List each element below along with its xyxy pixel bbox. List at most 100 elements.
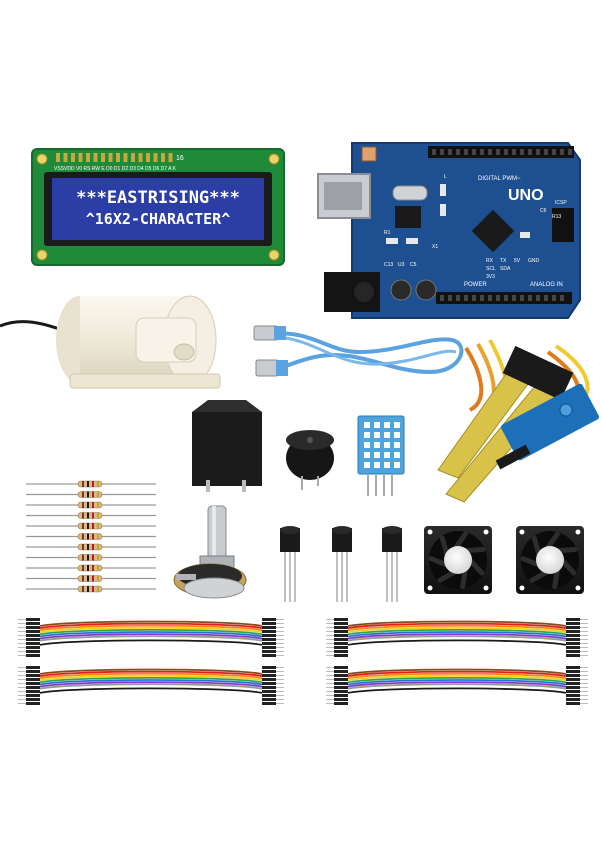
jumper-plug bbox=[334, 690, 348, 693]
grille-slot bbox=[364, 462, 370, 468]
jumper-wire bbox=[347, 622, 567, 629]
resistor-band bbox=[87, 512, 89, 519]
lcd-pin-end-label: 16 bbox=[176, 155, 184, 162]
reset-button bbox=[361, 146, 377, 162]
header-pin bbox=[520, 295, 524, 301]
resistor-band bbox=[87, 502, 89, 508]
header-pin bbox=[568, 149, 572, 155]
jumper-wire bbox=[347, 672, 567, 680]
capacitor bbox=[415, 279, 437, 301]
resistor-band bbox=[97, 544, 99, 550]
fan-screw-hole bbox=[427, 529, 433, 535]
resistor-band bbox=[82, 523, 84, 529]
lcd-pin bbox=[86, 153, 90, 162]
jumper-plug bbox=[26, 642, 40, 645]
jumper-plug bbox=[26, 626, 40, 629]
transistor-top bbox=[280, 526, 300, 534]
jumper-plug bbox=[334, 634, 348, 637]
transistor-body bbox=[382, 528, 402, 552]
jumper-plug bbox=[566, 654, 580, 657]
icsp-header bbox=[552, 208, 574, 242]
jumper-plug bbox=[566, 634, 580, 637]
uno-logo: UNO bbox=[508, 187, 544, 204]
jumper-wire bbox=[347, 674, 567, 682]
jumper-plug bbox=[26, 670, 40, 673]
silk-c6: C6 bbox=[540, 208, 547, 214]
fan-blade bbox=[462, 547, 486, 554]
jumper-plug bbox=[334, 630, 348, 633]
jumper-wire bbox=[347, 670, 567, 677]
resistor-band bbox=[87, 554, 89, 561]
header-pin bbox=[512, 149, 516, 155]
resistor-band bbox=[92, 575, 94, 582]
jumper-plug bbox=[262, 682, 276, 685]
jumper-plug bbox=[566, 630, 580, 633]
silk-3v3: 3V3 bbox=[486, 274, 495, 280]
jumper-wire bbox=[39, 670, 263, 677]
fan-blade bbox=[544, 531, 560, 551]
jumper-wire bbox=[39, 677, 263, 684]
jumper-plug bbox=[566, 690, 580, 693]
mcu-chip bbox=[471, 209, 515, 253]
jumper-plug bbox=[566, 682, 580, 685]
resistor-band bbox=[97, 565, 99, 571]
lcd-line-2: ^16X2-CHARACTER^ bbox=[86, 210, 231, 228]
jumper-plug bbox=[262, 694, 276, 697]
transistor-body bbox=[280, 528, 300, 552]
jumper-plug bbox=[26, 690, 40, 693]
jumper-plug bbox=[26, 630, 40, 633]
mini-water-pump bbox=[0, 295, 221, 389]
resistor-band bbox=[82, 512, 84, 519]
jumper-plug bbox=[334, 674, 348, 677]
jumper-plug bbox=[262, 686, 276, 689]
header-pin bbox=[496, 149, 500, 155]
soil-moisture-sensor bbox=[437, 339, 599, 503]
jumper-plug bbox=[262, 690, 276, 693]
silk-icsp: ICSP bbox=[555, 200, 567, 206]
lcd-pin bbox=[108, 153, 113, 162]
lcd-pin bbox=[78, 153, 83, 162]
grille-slot bbox=[384, 452, 390, 458]
jumper-wire bbox=[347, 626, 567, 634]
jumper-plug bbox=[262, 650, 276, 653]
jumper-wire bbox=[39, 629, 263, 636]
lcd-pin bbox=[168, 153, 173, 162]
jumper-wire bbox=[347, 637, 567, 644]
jumper-plug bbox=[566, 642, 580, 645]
jumper-wire bbox=[39, 631, 263, 638]
grille-slot bbox=[374, 462, 380, 468]
silk-r1: R1 bbox=[384, 230, 391, 236]
grille-slot bbox=[374, 422, 380, 428]
jumper-wire bbox=[347, 681, 567, 688]
silk-l: L bbox=[444, 174, 447, 180]
header-pin bbox=[456, 295, 460, 301]
dht11-sensor bbox=[357, 415, 405, 496]
jumper-wire-set bbox=[18, 618, 588, 705]
resistor-band bbox=[87, 544, 89, 550]
resistor-band bbox=[82, 502, 84, 508]
fan-blade bbox=[552, 566, 560, 590]
jumper-wire bbox=[347, 687, 567, 694]
header-pin bbox=[464, 149, 468, 155]
jumper-plug bbox=[26, 622, 40, 625]
jumper-wire bbox=[347, 668, 567, 675]
grille-slot bbox=[384, 442, 390, 448]
fan-screw-hole bbox=[519, 585, 525, 591]
jumper-wire bbox=[347, 683, 567, 690]
lcd-pin bbox=[146, 153, 150, 162]
jumper-plug bbox=[334, 626, 348, 629]
jumper-plug bbox=[566, 618, 580, 621]
grille-slot bbox=[394, 462, 400, 468]
grille-slot bbox=[374, 432, 380, 438]
fan-blade bbox=[437, 569, 458, 583]
grille-slot bbox=[364, 422, 370, 428]
grille-slot bbox=[364, 432, 370, 438]
potentiometer bbox=[173, 505, 247, 599]
header-pin bbox=[552, 149, 556, 155]
lcd-pin bbox=[161, 153, 165, 162]
jumper-wire bbox=[39, 679, 263, 686]
header-pin bbox=[432, 149, 436, 155]
jumper-plug bbox=[334, 702, 348, 705]
jumper-plug bbox=[26, 674, 40, 677]
